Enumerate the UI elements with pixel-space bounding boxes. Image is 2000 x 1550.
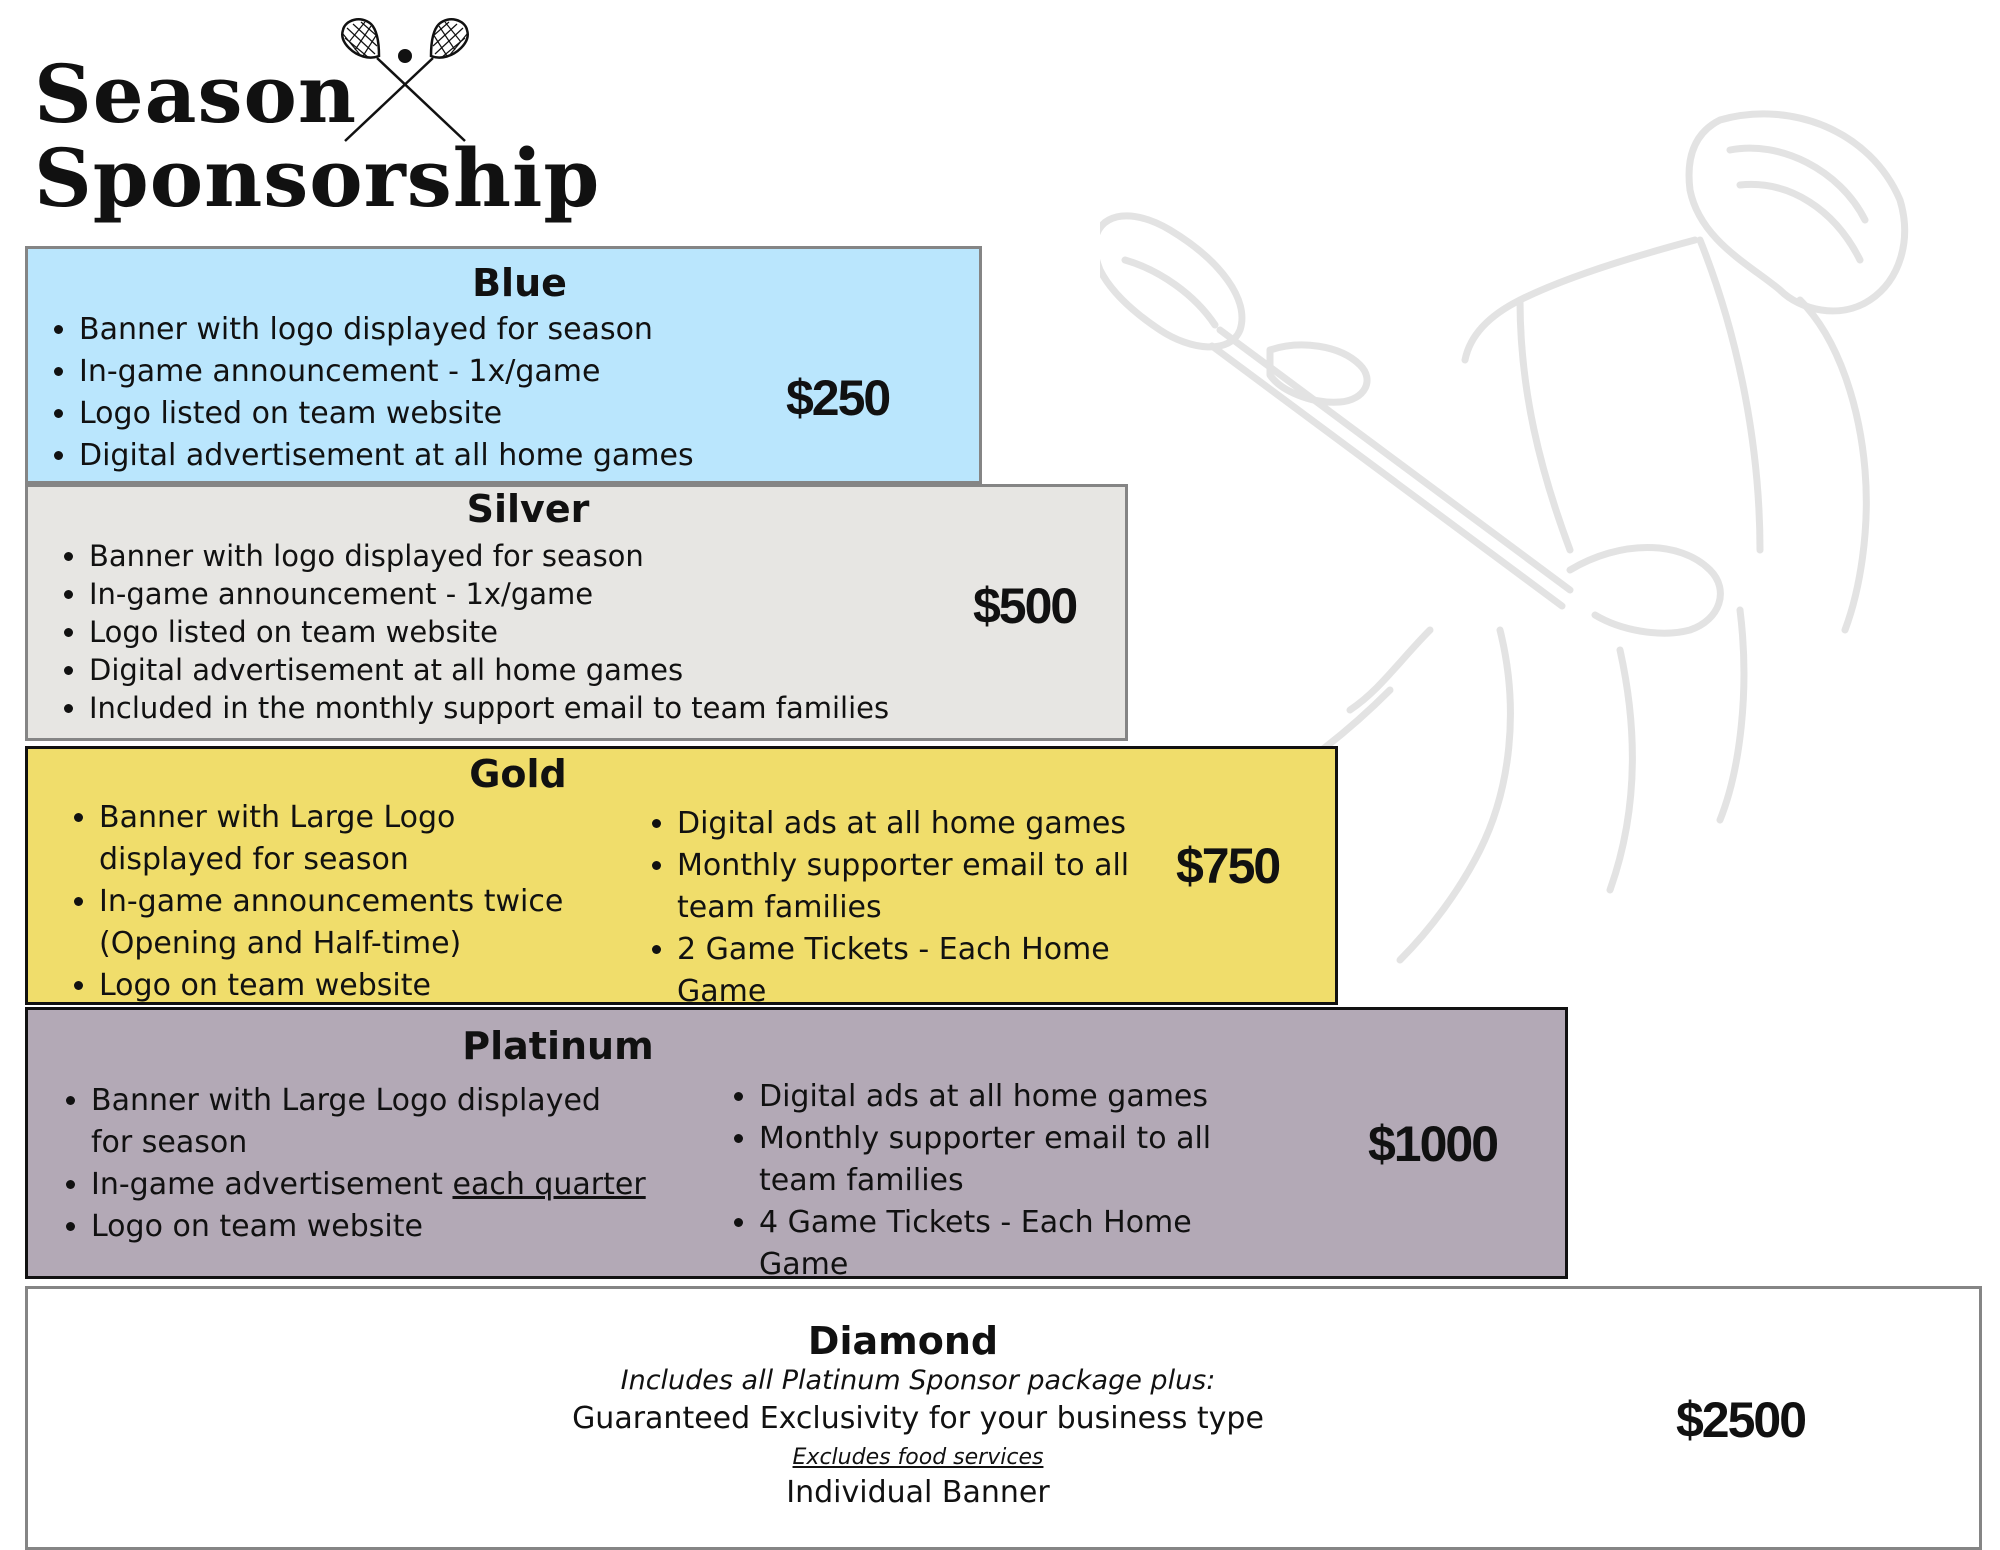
tier-gold-benefit: 2 Game Tickets - Each Home Game [677,929,1197,1013]
tier-gold-benefit: Banner with Large Logo displayed for sea… [99,797,569,881]
tier-blue-name: Blue [472,261,567,305]
tier-gold-card: Gold Banner with Large Logo displayed fo… [25,746,1338,1009]
tier-platinum-benefits-right: Digital ads at all home games Monthly su… [708,1076,1289,1286]
tier-platinum-name: Platinum [462,1024,654,1068]
tier-blue-benefit: Logo listed on team website [79,393,694,435]
tier-gold-price: $750 [1176,838,1281,894]
tier-silver-benefit: Digital advertisement at all home games [89,651,889,689]
tier-diamond-exclusivity: Guaranteed Exclusivity for your business… [572,1401,1264,1436]
tier-platinum-benefit: Banner with Large Logo displayed for sea… [91,1080,651,1164]
page-title: Season Sponsorship [34,52,600,220]
tier-gold-benefits-right: Digital ads at all home games Monthly su… [626,803,1197,1013]
tier-platinum-card: Platinum Banner with Large Logo displaye… [25,1007,1568,1282]
tier-platinum-benefits-left: Banner with Large Logo displayed for sea… [40,1080,651,1248]
tier-gold-benefit: In-game announcements twice (Opening and… [99,881,569,965]
tier-diamond-card: Diamond Includes all Platinum Sponsor pa… [25,1286,1982,1550]
tier-gold-name: Gold [469,752,567,796]
tier-silver-card: Silver Banner with logo displayed for se… [25,484,1128,741]
tier-gold-benefit: Logo on team website [99,965,569,1007]
tier-platinum-price: $1000 [1368,1116,1499,1172]
tier-platinum-benefit: 4 Game Tickets - Each Home Game [759,1202,1289,1286]
tier-blue-benefit: In-game announcement - 1x/game [79,351,694,393]
tier-diamond-includes: Includes all Platinum Sponsor package pl… [620,1365,1216,1396]
tier-blue-benefit: Digital advertisement at all home games [79,435,694,477]
title-line-2: Sponsorship [34,131,601,225]
tier-blue-benefit: Banner with logo displayed for season [79,309,694,351]
tier-platinum-benefit: Digital ads at all home games [759,1076,1289,1118]
tier-blue-benefits: Banner with logo displayed for season In… [28,309,694,477]
tier-diamond-name: Diamond [807,1319,999,1363]
tier-gold-benefit: Monthly supporter email to all team fami… [677,845,1197,929]
tier-blue-card: Blue Banner with logo displayed for seas… [25,246,982,484]
tier-platinum-benefit: In-game advertisement each quarter [91,1164,651,1206]
tier-platinum-benefit-text: In-game advertisement [91,1167,453,1202]
tier-silver-benefits: Banner with logo displayed for season In… [38,537,889,727]
tier-gold-benefits-left: Banner with Large Logo displayed for sea… [48,797,569,1007]
crossed-lacrosse-sticks-icon [341,18,469,142]
tier-silver-benefit: Logo listed on team website [89,613,889,651]
tier-platinum-benefit: Monthly supporter email to all team fami… [759,1118,1289,1202]
tier-silver-benefit: In-game announcement - 1x/game [89,575,889,613]
tier-blue-price: $250 [786,370,891,426]
tier-silver-name: Silver [466,487,590,531]
title-line-1: Season [34,47,358,141]
tier-platinum-benefit: Logo on team website [91,1206,651,1248]
tier-silver-benefit: Banner with logo displayed for season [89,537,889,575]
tier-silver-price: $500 [973,578,1078,634]
tier-diamond-price: $2500 [1676,1392,1807,1448]
tier-gold-benefit: Digital ads at all home games [677,803,1197,845]
tier-diamond-banner: Individual Banner [786,1475,1050,1510]
tier-platinum-benefit-emphasis: each quarter [452,1167,646,1202]
tier-diamond-excludes: Excludes food services [792,1445,1044,1470]
tier-silver-benefit: Included in the monthly support email to… [89,689,889,727]
